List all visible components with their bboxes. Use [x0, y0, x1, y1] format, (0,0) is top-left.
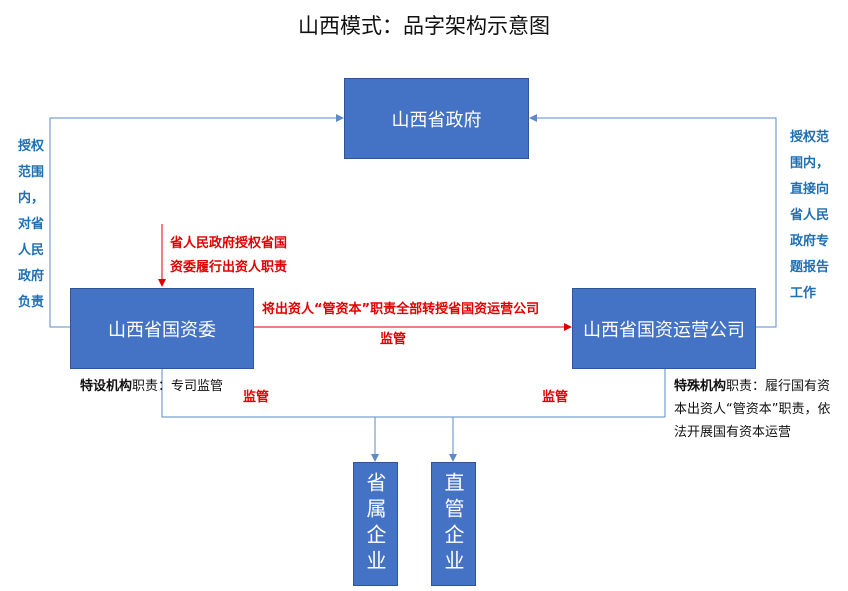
direct-enterprises-node: 直管企业 — [431, 462, 476, 586]
provincial-enterprises-label: 省属企业 — [363, 472, 387, 576]
operating-company-node: 山西省国资运营公司 — [572, 288, 756, 369]
supervise-right-label: 监管 — [542, 390, 569, 405]
right-report-line — [529, 114, 777, 328]
government-node: 山西省政府 — [344, 78, 529, 159]
direct-enterprises-label: 直管企业 — [441, 472, 465, 576]
sasac-supervise-line — [161, 369, 665, 418]
company-duty-rest: 职责：履行国有资本出资人“管资本”职责，依法开展国有资本运营 — [674, 379, 831, 440]
sasac-duty-note: 特设机构职责：专司监管 — [80, 375, 223, 398]
diagram-title: 山西模式：品字架构示意图 — [298, 14, 550, 38]
sasac-duty-rest: 职责：专司监管 — [132, 379, 224, 394]
sasac-to-company-label: 将出资人“管资本”职责全部转授省国资运营公司 — [262, 302, 540, 317]
company-duty-note: 特殊机构职责：履行国有资本出资人“管资本”职责，依法开展国有资本运营 — [674, 375, 842, 444]
sasac-duty-bold: 特设机构 — [80, 379, 133, 394]
gov-to-sasac-label: 省人民政府授权省国资委履行出资人职责 — [170, 236, 288, 275]
right-side-note: 授权范围内，直接向省人民政府专题报告工作 — [790, 130, 830, 301]
left-report-line — [49, 114, 344, 328]
provincial-enterprises-node: 省属企业 — [353, 462, 398, 586]
left-side-note: 授权范围内，对省人民政府负责 — [18, 139, 45, 310]
supervise-left-label: 监管 — [243, 390, 270, 405]
sasac-node: 山西省国资委 — [70, 288, 254, 369]
supervise-mid-label: 监管 — [380, 332, 407, 347]
company-duty-bold: 特殊机构 — [674, 379, 727, 394]
